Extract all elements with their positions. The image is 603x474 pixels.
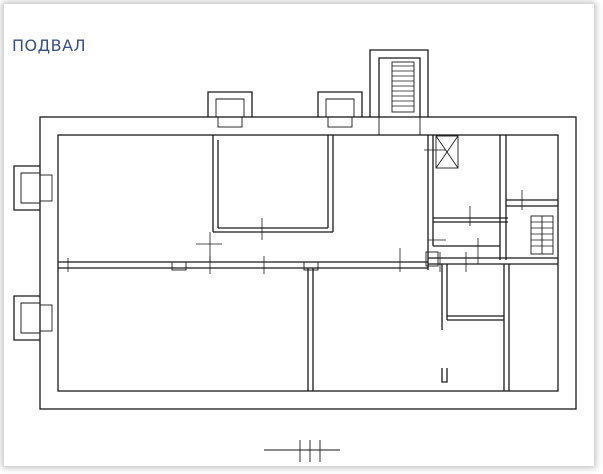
light-well-top-left [207, 91, 253, 128]
main-partition [58, 243, 428, 274]
page-title: ПОДВАЛ [12, 36, 87, 55]
small-stair [530, 215, 554, 255]
stair-tower-top [369, 49, 429, 135]
light-well-top-right [317, 91, 363, 128]
lower-right-rooms [441, 264, 510, 391]
right-service-block [424, 135, 558, 272]
light-well-left-lower [13, 295, 53, 341]
upper-middle-room [209, 135, 334, 262]
light-well-left-upper [13, 165, 53, 211]
drawing-sheet [4, 4, 594, 466]
bottom-fragment [264, 440, 340, 462]
lower-divider-wall [307, 268, 314, 391]
